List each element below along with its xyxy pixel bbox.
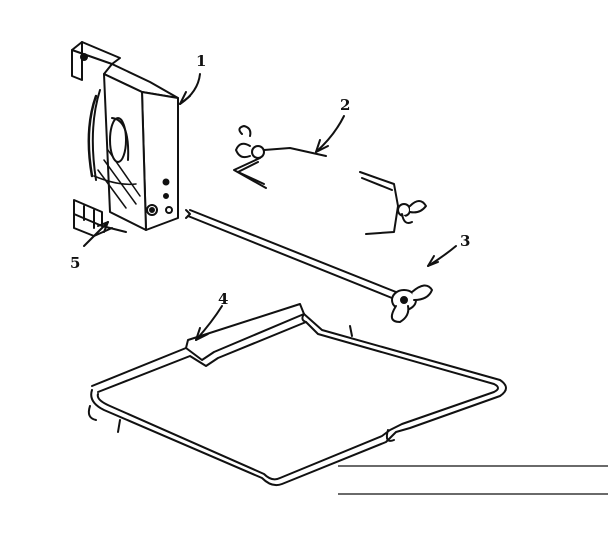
callout-3: 3 [460,232,470,250]
callout-5: 5 [70,254,80,272]
callout-1: 1 [196,52,206,70]
callout-4: 4 [218,290,228,308]
motor-housing [71,41,179,231]
spit-forks [233,125,427,235]
leader-arrows [83,73,457,341]
drip-rack [87,303,507,487]
scan-lines [338,465,608,495]
spit-rod [185,209,433,323]
callout-2: 2 [340,96,350,114]
